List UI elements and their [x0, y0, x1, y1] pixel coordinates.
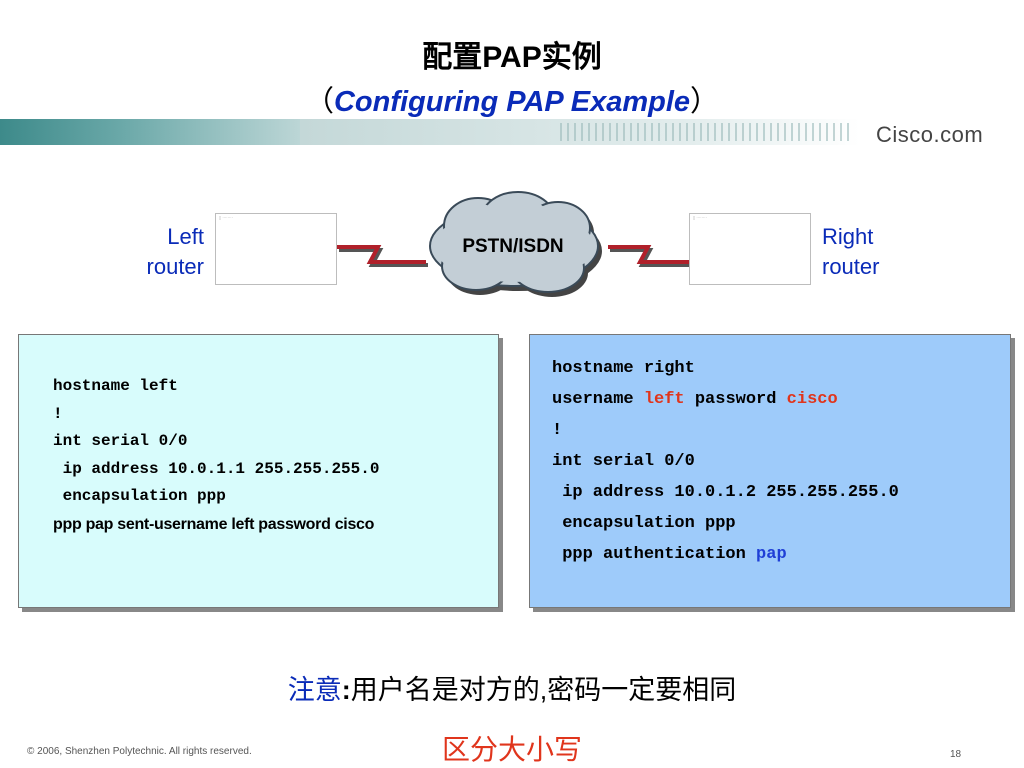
header-gradient — [0, 119, 300, 145]
right-router-config-panel: hostname right username left password ci… — [529, 334, 1011, 608]
title-english-text: Configuring PAP Example — [333, 86, 691, 118]
config-line: encapsulation ppp — [552, 514, 736, 533]
case-sensitive-note: 区分大小写 — [441, 734, 582, 765]
note-text: 注意:用户名是对方的,密码一定要相同 — [0, 668, 1024, 707]
config-line: ! — [552, 421, 563, 440]
config-line-username: username left password cisco — [552, 384, 1010, 415]
pstn-isdn-cloud-icon — [429, 191, 602, 297]
left-router-config-panel: hostname left ! int serial 0/0 ip addres… — [18, 334, 499, 608]
left-router-label-line2: router — [146, 254, 204, 279]
config-line: hostname right — [552, 359, 695, 378]
slide-title-chinese: 配置PAP实例 — [422, 41, 602, 74]
brand-logo: Cisco.com — [876, 122, 984, 147]
note-body: 用户名是对方的,密码一定要相同 — [350, 675, 737, 705]
config-line: int serial 0/0 — [552, 452, 695, 471]
note-colon: : — [341, 675, 351, 705]
config-line: int serial 0/0 — [53, 432, 188, 451]
header-bar — [0, 119, 1024, 145]
title-open-paren: （ — [304, 86, 334, 118]
note-head: 注意 — [287, 675, 342, 705]
highlight-pap: pap — [756, 545, 787, 564]
config-line: ip address 10.0.1.1 255.255.255.0 — [53, 459, 380, 478]
left-router-label-line1: Left — [167, 224, 204, 249]
right-router-image: ▯ ········ — [689, 213, 811, 285]
broken-image-icon: ▯ ········ — [693, 215, 707, 220]
config-text: ppp authentication — [552, 545, 757, 564]
config-line-pap-sent-username: ppp pap sent-username left password cisc… — [53, 515, 375, 533]
title-close-paren: ） — [690, 86, 720, 118]
left-serial-link — [337, 245, 428, 267]
right-serial-link — [608, 245, 694, 267]
config-line: encapsulation ppp — [53, 487, 226, 506]
config-line: hostname left — [53, 377, 178, 395]
left-router-image: ▯ ········ — [215, 213, 337, 285]
highlight-password: cisco — [786, 390, 838, 409]
config-line: ip address 10.0.1.2 255.255.255.0 — [552, 483, 899, 502]
header-stripes — [560, 123, 850, 141]
right-router-label: Right router — [822, 222, 879, 282]
right-router-label-line1: Right — [822, 224, 874, 249]
config-text: username — [552, 390, 644, 409]
footer-copyright: © 2006, Shenzhen Polytechnic. All rights… — [27, 746, 252, 757]
broken-image-icon: ▯ ········ — [219, 215, 233, 220]
highlight-username: left — [643, 390, 685, 409]
right-router-label-line2: router — [822, 254, 880, 279]
config-line-authentication: ppp authentication pap — [552, 539, 1010, 570]
left-router-label: Left router — [128, 222, 204, 282]
config-text: password — [684, 390, 787, 409]
config-line: ! — [53, 404, 63, 423]
slide-title-english: （Configuring PAP Example） — [0, 78, 1024, 120]
cloud-label: PSTN/ISDN — [462, 236, 564, 257]
page-number: 18 — [950, 749, 962, 760]
